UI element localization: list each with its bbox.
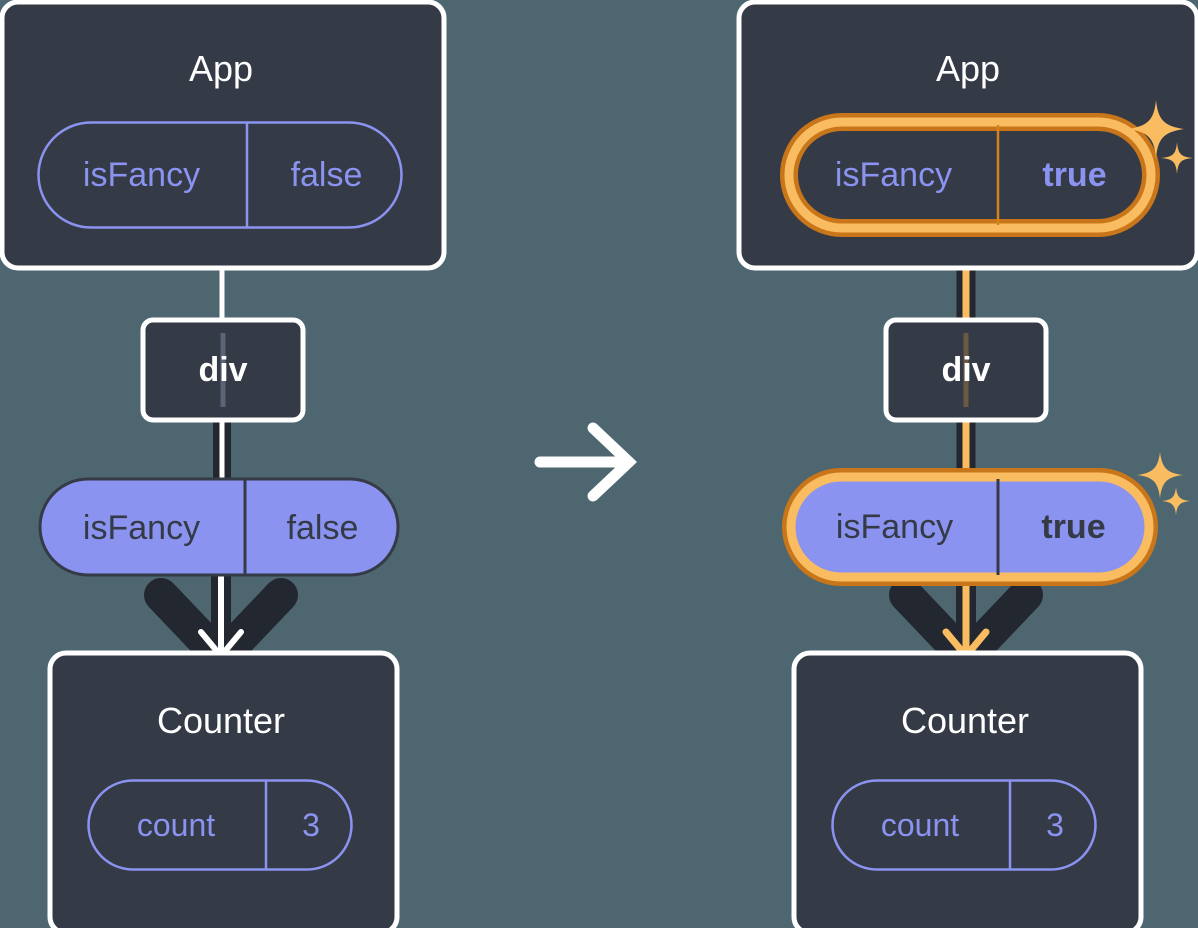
counter-state-value-left: 3	[302, 806, 320, 843]
app-state-key-right: isFancy	[834, 155, 953, 194]
counter-state-key-left: count	[136, 806, 216, 843]
counter-state-value-right: 3	[1046, 806, 1064, 843]
counter-box-left[interactable]	[45, 648, 409, 928]
app-state-value-left: false	[290, 155, 363, 194]
sparkle-icon-props-right	[1137, 452, 1190, 515]
props-value-right: true	[1041, 507, 1106, 546]
div-title-left: div	[198, 350, 248, 389]
app-state-pill-left[interactable]	[36, 120, 406, 230]
arrow-right-icon	[534, 422, 638, 502]
props-key-left: isFancy	[82, 508, 201, 547]
counter-state-key-right: count	[880, 806, 960, 843]
counter-title-right: Counter	[900, 700, 1030, 741]
app-state-pill-right[interactable]	[780, 113, 1160, 237]
props-pill-right[interactable]	[782, 468, 1162, 586]
counter-state-pill-left[interactable]	[86, 778, 356, 872]
props-key-right: isFancy	[835, 507, 954, 546]
props-value-left: false	[286, 508, 359, 547]
counter-state-pill-right[interactable]	[830, 778, 1100, 872]
app-state-value-right: true	[1042, 155, 1107, 194]
counter-box-right[interactable]	[789, 648, 1153, 928]
app-title-left: App	[188, 48, 254, 89]
div-title-right: div	[941, 350, 991, 389]
props-pill-left[interactable]	[38, 477, 406, 579]
div-box-right[interactable]	[881, 315, 1051, 425]
app-state-key-left: isFancy	[82, 155, 201, 194]
app-title-right: App	[935, 48, 1001, 89]
app-box-right[interactable]	[733, 0, 1198, 274]
div-box-left[interactable]	[138, 315, 308, 425]
app-box-left[interactable]	[0, 0, 450, 274]
counter-title-left: Counter	[156, 700, 286, 741]
sparkle-icon-app-right	[1128, 100, 1193, 174]
